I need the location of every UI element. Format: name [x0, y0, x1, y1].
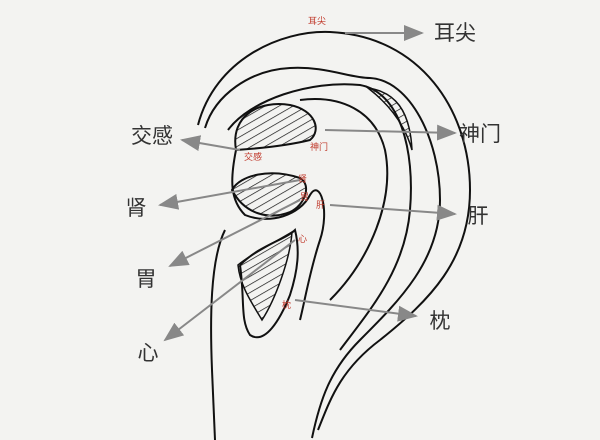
arrow-shenmen [324, 124, 457, 141]
handwritten-ear-tip: 耳尖 [308, 17, 327, 27]
arrow-kidney [158, 179, 301, 210]
antihelix [227, 83, 412, 351]
handwritten-liver: 肝 [316, 201, 326, 211]
antihelix-inner [299, 98, 389, 301]
label-stomach: 胃 [135, 267, 157, 291]
handwritten-sympathetic: 交感 [244, 153, 263, 163]
handwritten-shenmen: 神门 [310, 143, 329, 153]
handwritten-heart: 心 [298, 235, 308, 245]
outer-helix [197, 30, 472, 431]
handwritten-occiput: 枕 [282, 301, 292, 311]
arrow-sympathetic [180, 135, 241, 151]
helix-hatch [365, 86, 413, 151]
label-ear-tip: 耳尖 [434, 21, 476, 45]
label-occiput: 枕 [429, 309, 451, 333]
handwritten-kidney: 肾 [298, 175, 308, 185]
lobe-hatch [237, 230, 293, 322]
label-liver: 肝 [467, 204, 489, 228]
handwritten-stomach: 胃 [300, 193, 310, 203]
cymba-hatch [234, 103, 317, 152]
helix-inner [204, 66, 442, 439]
cavum-hatch [230, 172, 308, 217]
concha [231, 149, 326, 321]
arrow-heart [163, 239, 296, 342]
label-sympathetic: 交感 [131, 124, 173, 148]
label-shenmen: 神门 [459, 122, 501, 146]
arrow-stomach [168, 199, 301, 267]
arrow-liver [329, 204, 457, 221]
label-heart: 心 [137, 341, 159, 365]
label-kidney: 肾 [125, 196, 147, 220]
arrow-occiput [294, 299, 418, 322]
